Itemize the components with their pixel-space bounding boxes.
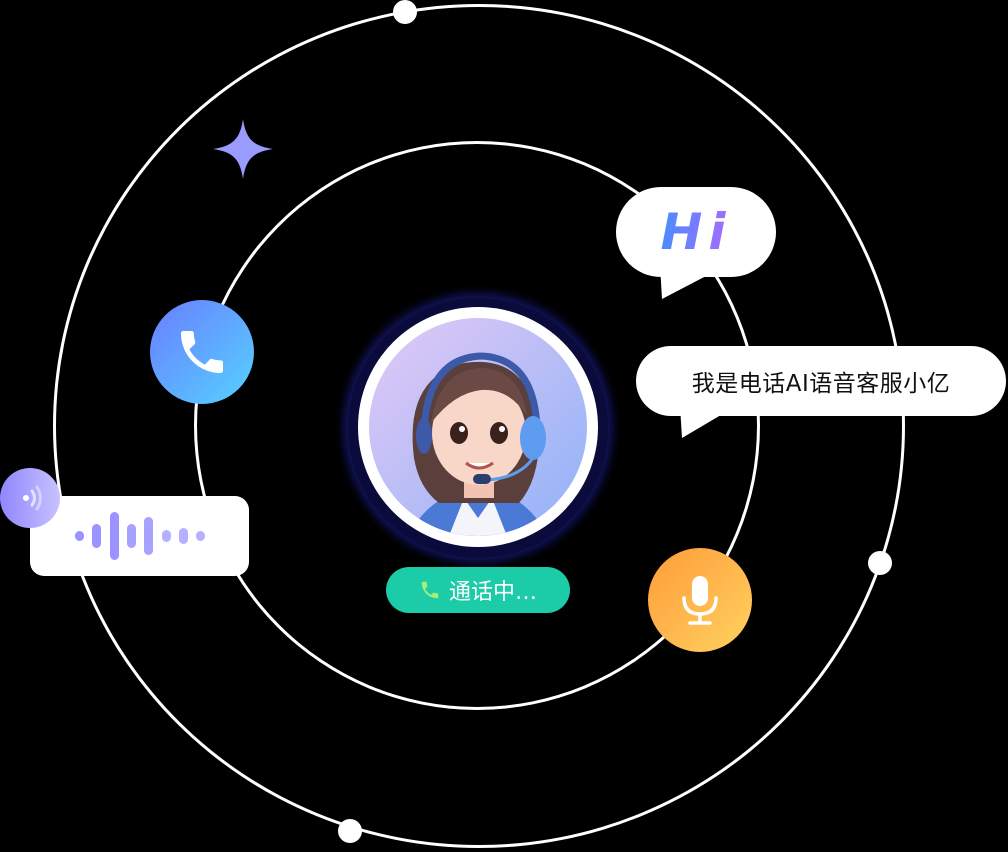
wave-bar [110, 512, 119, 560]
voice-signal-icon [23, 485, 42, 511]
phone-icon [181, 331, 223, 373]
wave-bar [196, 531, 205, 541]
avatar [358, 307, 598, 547]
outer-orbit-ring [53, 4, 905, 848]
phone-call-button[interactable] [150, 300, 254, 404]
wave-bar [179, 528, 188, 544]
phone-icon [421, 581, 439, 599]
greeting-text: Hi [660, 203, 732, 261]
wave-bar [75, 531, 84, 541]
call-status-badge: 通话中… [386, 567, 570, 613]
wave-bar [92, 524, 101, 548]
microphone-icon [682, 576, 718, 625]
sparkle-icon [213, 119, 273, 179]
wave-bar [127, 524, 136, 548]
orbit-dot-top [393, 0, 417, 24]
wave-bar [162, 530, 171, 542]
microphone-button[interactable] [648, 548, 752, 652]
intro-bubble-tail [680, 406, 726, 438]
inner-orbit-ring [194, 141, 760, 710]
intro-bubble: 我是电话AI语音客服小亿 [636, 346, 1006, 416]
wave-bar [144, 517, 153, 555]
orbit-dot-right [868, 551, 892, 575]
greeting-bubble-tail [660, 265, 708, 299]
orbit-dot-bottom [338, 819, 362, 843]
intro-text: 我是电话AI语音客服小亿 [691, 371, 951, 397]
waveform-card [30, 496, 249, 576]
voice-signal-button[interactable] [0, 468, 60, 528]
avatar-image [369, 318, 587, 536]
greeting-bubble: Hi [616, 187, 776, 277]
call-status-text: 通话中… [448, 580, 537, 605]
